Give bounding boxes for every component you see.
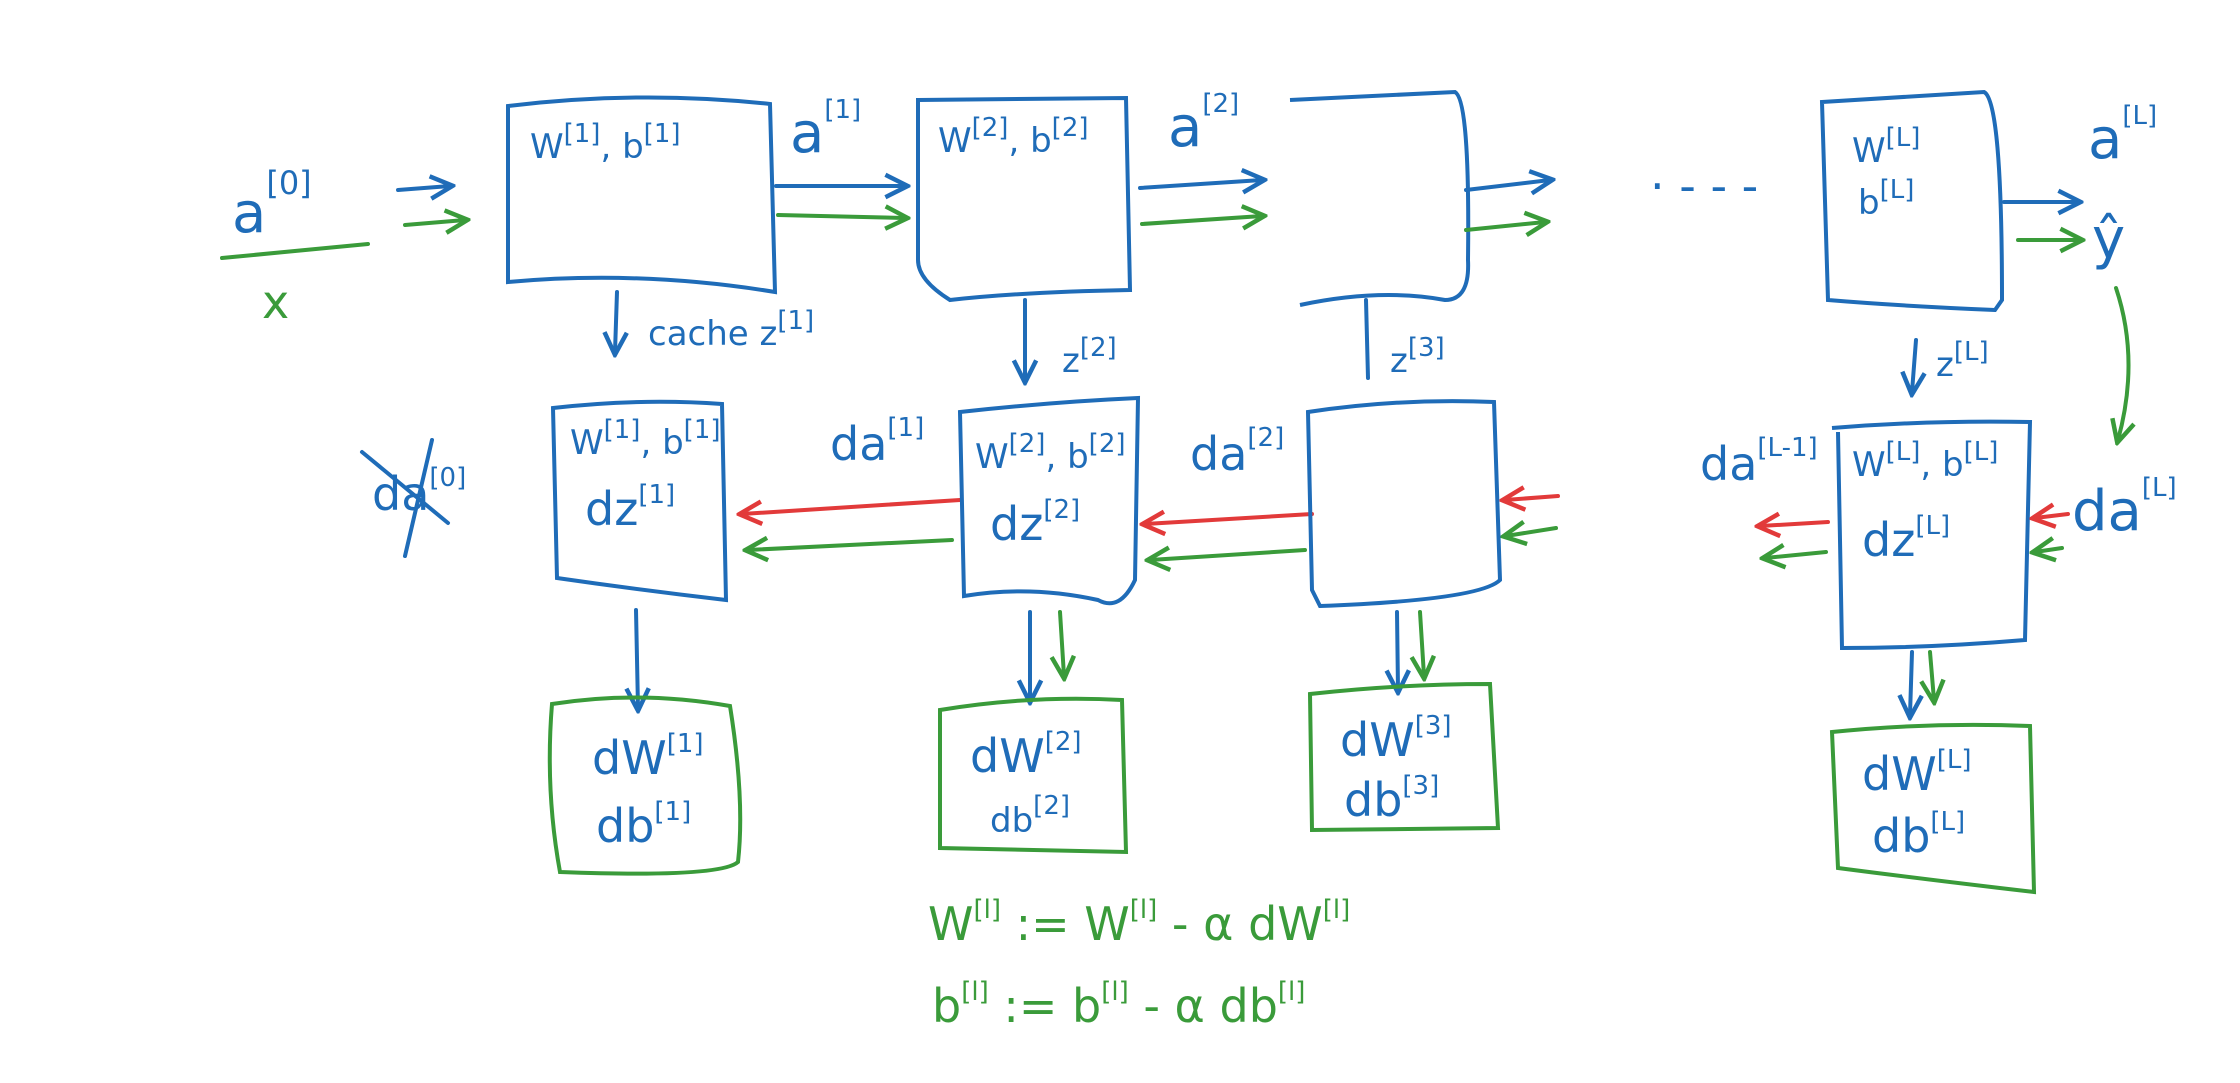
update-arrow-2 xyxy=(1060,610,1064,676)
grad-arrow-3 xyxy=(1397,610,1398,690)
backward-arrow-2-1 xyxy=(742,498,962,514)
cache-arrow-L xyxy=(1912,338,1916,392)
daL-label: da[L] xyxy=(2072,473,2177,544)
grad-arrow-1 xyxy=(636,608,638,708)
backward-arrow-3-2-green xyxy=(1150,550,1307,560)
dwL: dW[L] xyxy=(1862,745,1971,801)
input-x-label: x xyxy=(262,275,289,329)
dw3: dW[3] xyxy=(1340,711,1452,767)
backward-arrow-into-L-green xyxy=(2035,548,2064,552)
backward-box-layer3 xyxy=(1305,399,1503,609)
backward-arrow-L-out xyxy=(1760,522,1830,526)
layer1-params: W[1], b[1] xyxy=(530,119,681,167)
daL-1-label: da[L-1] xyxy=(1700,433,1818,491)
input-a0: a[0] x xyxy=(220,164,370,329)
strike-line xyxy=(403,438,434,558)
forward-arrow-3-next-green xyxy=(1464,222,1545,230)
back1-dz: dz[1] xyxy=(585,480,675,536)
db2: db[2] xyxy=(990,791,1070,841)
backward-arrow-3-2 xyxy=(1145,514,1314,524)
forward-arrow-input xyxy=(396,186,450,190)
backward-arrow-2-1-green xyxy=(748,540,954,550)
forward-box-layer2: W[2], b[2] xyxy=(916,95,1133,303)
gradient-box-layer3: dW[3] db[3] xyxy=(1307,681,1501,833)
backL-params: W[L], b[L] xyxy=(1852,437,1998,485)
cache-z3-label: z[3] xyxy=(1390,333,1445,381)
cache-z2-label: z[2] xyxy=(1062,333,1117,381)
update-rule-w: W[l] := W[l] - α dW[l] xyxy=(928,895,1350,951)
backward-arrow-into-L xyxy=(2035,514,2070,518)
forward-arrow-input-green xyxy=(403,220,465,225)
forward-arrow-1-2-green xyxy=(776,215,905,218)
layerL-w: W[L] xyxy=(1852,123,1920,171)
backward-box-layer1: W[1], b[1] dz[1] xyxy=(550,399,729,603)
gradient-box-layerL: dW[L] db[L] xyxy=(1829,722,2037,895)
update-rule-b: b[l] := b[l] - α db[l] xyxy=(932,977,1305,1033)
loss-arrow xyxy=(2116,286,2129,440)
back2-params: W[2], b[2] xyxy=(975,429,1126,477)
forward-arrow-2-3 xyxy=(1138,180,1262,188)
forward-box-layer1: W[1], b[1] xyxy=(506,95,778,295)
dw2: dW[2] xyxy=(970,727,1082,783)
cache-arrow-1 xyxy=(615,290,617,352)
ellipsis: · - - - xyxy=(1650,159,1758,213)
gradient-box-layer1: dW[1] db[1] xyxy=(547,695,743,876)
da2-label: da[2] xyxy=(1190,423,1284,481)
back1-params: W[1], b[1] xyxy=(570,415,721,463)
activation-a2: a[2] xyxy=(1168,89,1239,160)
forward-box-layerL: W[L] b[L] xyxy=(1819,89,2005,313)
forward-arrow-3-next xyxy=(1464,180,1550,190)
db3: db[3] xyxy=(1344,771,1439,827)
db1: db[1] xyxy=(596,797,691,853)
activation-a1: a[1] xyxy=(790,95,861,166)
input-a-label: a[0] xyxy=(232,164,312,246)
backward-box-layer2: W[2], b[2] dz[2] xyxy=(957,395,1141,606)
dw1: dW[1] xyxy=(592,729,704,785)
backward-arrow-next-3-green xyxy=(1506,528,1558,536)
gradient-box-layer2: dW[2] db[2] xyxy=(938,696,1129,855)
da1-label: da[1] xyxy=(830,413,924,471)
grad-arrow-L xyxy=(1910,650,1912,715)
backward-box-layerL: W[L], b[L] dz[L] xyxy=(1831,419,2033,651)
backward-arrow-L-out-green xyxy=(1765,552,1828,558)
strike-line xyxy=(360,450,450,525)
cache-arrow-3 xyxy=(1364,298,1370,380)
update-arrow-3 xyxy=(1420,610,1424,676)
prediction-yhat: ŷ xyxy=(2092,207,2125,272)
backL-dz: dz[L] xyxy=(1862,511,1950,567)
cache-z1-label: cache z[1] xyxy=(648,306,814,354)
dbL: db[L] xyxy=(1872,807,1965,863)
layer2-params: W[2], b[2] xyxy=(938,113,1089,161)
back2-dz: dz[2] xyxy=(990,495,1080,551)
forward-box-layer3 xyxy=(1289,89,1471,307)
activation-aL: a[L] xyxy=(2088,101,2157,172)
cache-zL-label: z[L] xyxy=(1936,337,1989,385)
da0-crossed-out: da[0] xyxy=(360,438,466,558)
backward-arrow-next-3 xyxy=(1505,496,1560,500)
update-arrow-L xyxy=(1930,650,1934,700)
forward-arrow-2-3-green xyxy=(1140,216,1262,224)
fraction-divider xyxy=(220,242,370,260)
layerL-b: b[L] xyxy=(1858,175,1914,223)
